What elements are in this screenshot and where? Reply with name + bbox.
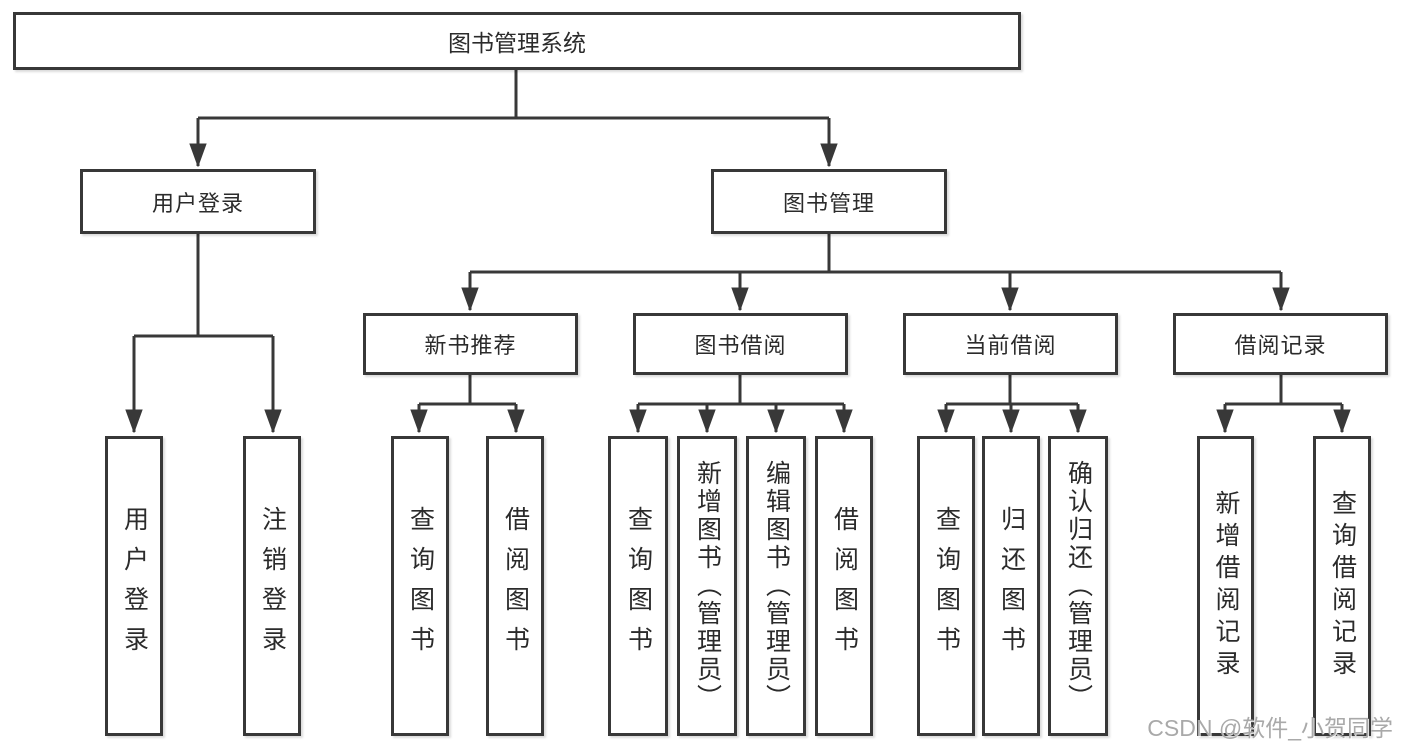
csdn-watermark: CSDN @软件_小贺同学 <box>1147 715 1393 741</box>
leaf-return-books-label: 归还图书 <box>997 506 1026 666</box>
leaf-borrow-books-label: 借阅图书 <box>830 506 859 666</box>
node-borrowing-records: 借阅记录 <box>1173 313 1388 375</box>
leaf-add-books-admin-label: 新增图书（管理员） <box>693 460 722 712</box>
root-node: 图书管理系统 <box>13 12 1021 70</box>
node-current-borrowing: 当前借阅 <box>903 313 1118 375</box>
leaf-user-login-label: 用户登录 <box>120 506 149 666</box>
leaf-add-borrow-record-label: 新增借阅记录 <box>1212 490 1240 682</box>
leaf-query-borrow-record-label: 查询借阅记录 <box>1328 490 1357 682</box>
node-book-management: 图书管理 <box>711 169 947 234</box>
leaf-query-books-borrow-label: 查询图书 <box>624 506 653 666</box>
leaf-add-books-admin: 新增图书（管理员） <box>677 436 737 736</box>
leaf-confirm-return-admin-label: 确认归还（管理员） <box>1064 460 1093 712</box>
leaf-query-books-current: 查询图书 <box>917 436 975 736</box>
leaf-confirm-return-admin: 确认归还（管理员） <box>1048 436 1108 736</box>
leaf-query-borrow-record: 查询借阅记录 <box>1313 436 1371 736</box>
leaf-borrow-books: 借阅图书 <box>815 436 873 736</box>
leaf-logout-label: 注销登录 <box>258 506 287 666</box>
leaf-query-books-borrow: 查询图书 <box>608 436 668 736</box>
leaf-borrow-books-recommend-label: 借阅图书 <box>501 506 530 666</box>
node-user-login: 用户登录 <box>80 169 316 234</box>
node-new-book-recommendation: 新书推荐 <box>363 313 578 375</box>
leaf-query-books-current-label: 查询图书 <box>932 506 961 666</box>
leaf-query-books-recommend-label: 查询图书 <box>406 506 435 666</box>
leaf-user-login: 用户登录 <box>105 436 163 736</box>
leaf-add-borrow-record: 新增借阅记录 <box>1197 436 1254 736</box>
node-book-borrowing: 图书借阅 <box>633 313 848 375</box>
leaf-logout: 注销登录 <box>243 436 301 736</box>
leaf-return-books: 归还图书 <box>982 436 1040 736</box>
leaf-borrow-books-recommend: 借阅图书 <box>486 436 544 736</box>
leaf-query-books-recommend: 查询图书 <box>391 436 449 736</box>
leaf-edit-books-admin-label: 编辑图书（管理员） <box>762 460 791 712</box>
leaf-edit-books-admin: 编辑图书（管理员） <box>746 436 806 736</box>
